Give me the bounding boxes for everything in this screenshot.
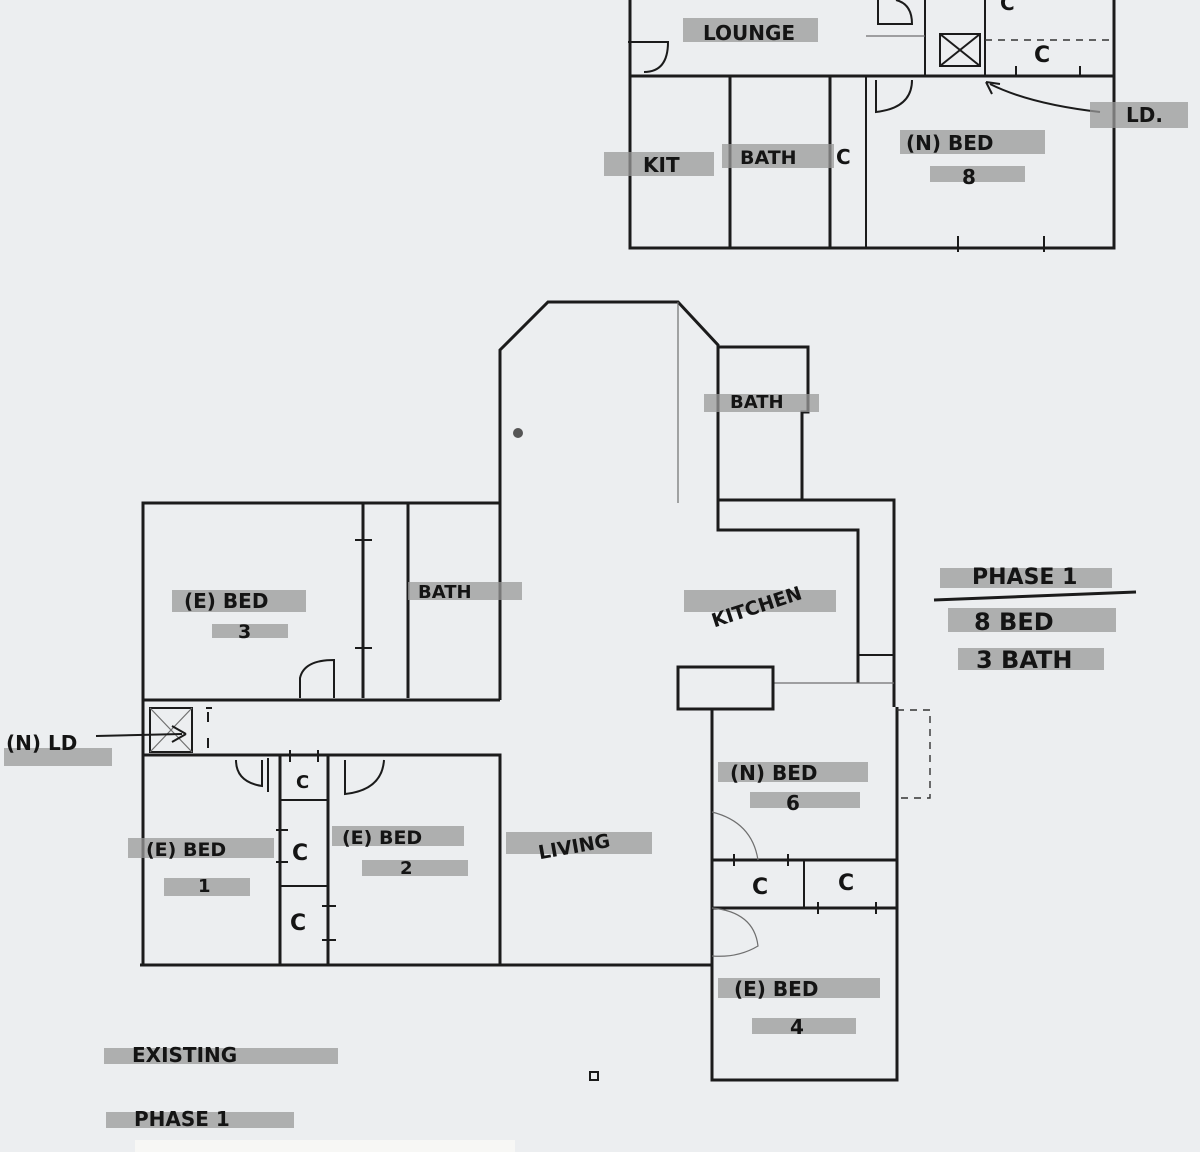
bed1-label: (E) BED xyxy=(146,839,226,861)
kitchen-island xyxy=(676,665,775,711)
bed4-label: (E) BED xyxy=(734,977,818,1001)
bed3-label: (E) BED xyxy=(184,589,268,613)
bed2-label: (E) BED xyxy=(342,827,422,849)
phase-bed-count: 8 BED xyxy=(974,608,1054,636)
upper-new-bed-label: (N) BED xyxy=(906,131,994,155)
bay-room-walls xyxy=(498,300,720,503)
new-laundry-arrow xyxy=(95,733,183,737)
phase-title: PHASE 1 xyxy=(972,565,1077,590)
top-bath-label: BATH xyxy=(730,392,784,413)
upper-laundry-label: LD. xyxy=(1126,103,1163,127)
kitchen-outer-walls xyxy=(802,498,896,707)
bedrooms-top-wall xyxy=(143,753,502,965)
closet-a-label: C xyxy=(296,772,309,793)
upper-entry-door xyxy=(877,0,914,25)
new-laundry-label: (N) LD xyxy=(6,731,77,755)
upper-closet-top-label: C xyxy=(1000,0,1015,15)
bed6-label: (N) BED xyxy=(730,761,818,785)
phase-summary: PHASE 1 8 BED 3 BATH xyxy=(933,565,1137,674)
bed3-number: 3 xyxy=(238,621,251,643)
paper-edge xyxy=(135,1140,515,1152)
bed2-door xyxy=(344,759,385,796)
bed1-door xyxy=(235,759,263,788)
closet-e-label: C xyxy=(838,871,854,896)
upper-closet-right-label: C xyxy=(1034,43,1050,68)
upper-laundry-arrow xyxy=(989,83,1101,113)
phase-divider xyxy=(933,590,1137,602)
bed1-number: 1 xyxy=(198,876,211,897)
phase-bath-count: 3 BATH xyxy=(976,646,1073,674)
footer-phase: PHASE 1 xyxy=(134,1107,230,1131)
bed4-door xyxy=(711,907,759,957)
bed2-number: 2 xyxy=(400,858,413,879)
bed3-bath-walls xyxy=(141,501,500,702)
upper-lounge-label: LOUNGE xyxy=(703,21,795,45)
upper-lounge-door xyxy=(628,41,670,73)
upper-kit-label: KIT xyxy=(643,153,680,177)
bed6-door xyxy=(711,811,759,861)
new-laundry-box xyxy=(149,707,193,753)
bed6-number: 6 xyxy=(786,791,800,815)
closet-c-label: C xyxy=(290,911,306,936)
bed4-number: 4 xyxy=(790,1015,804,1039)
footer-note: EXISTING PHASE 1 xyxy=(104,1043,338,1131)
kitchen-inner-walls xyxy=(716,500,860,683)
closet-b-label: C xyxy=(292,841,308,866)
closet-d-label: C xyxy=(752,875,768,900)
bath-mid-label: BATH xyxy=(418,582,472,603)
bed3-door xyxy=(299,658,335,698)
upper-plan: LOUNGE KIT BATH C C C (N) BED 8 LD. xyxy=(604,0,1188,252)
upper-bath-label: BATH xyxy=(740,147,797,169)
east-wing-walls xyxy=(710,707,899,1082)
footer-existing: EXISTING xyxy=(132,1043,237,1067)
upper-laundry-box xyxy=(939,33,981,67)
bed6-bumpout xyxy=(897,709,931,799)
upper-bed-door xyxy=(875,79,913,114)
upper-closet-lower-label: C xyxy=(836,145,851,169)
upper-new-bed-number: 8 xyxy=(962,165,976,189)
